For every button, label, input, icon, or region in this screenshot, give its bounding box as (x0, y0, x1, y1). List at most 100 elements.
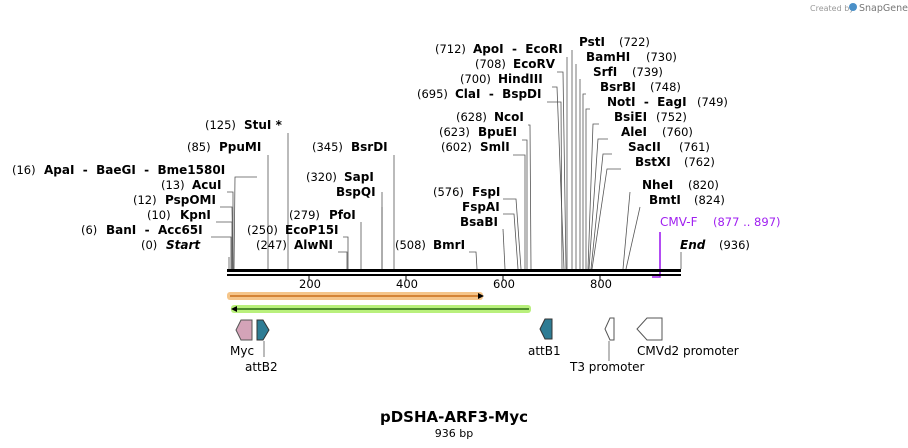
enzyme-hindiii-pos: (700) (460, 72, 491, 86)
enzyme-fspai-label: FspAI (462, 200, 500, 214)
enzyme-noti-label: NotI - EagI (607, 95, 687, 109)
enzyme-nhei: NheI(820) (642, 178, 719, 192)
enzyme-end-label: End (680, 238, 706, 252)
enzyme-sacii: SacII(761) (628, 140, 710, 154)
enzyme-bani-label: BanI - Acc65I (106, 223, 203, 237)
enzyme-pfoi-label: PfoI (329, 208, 356, 222)
enzyme-srfi-pos: (739) (632, 65, 663, 79)
enzyme-bstxi: BstXI (762) (635, 155, 715, 169)
ruler-tick-600: 600 (493, 277, 515, 291)
enzyme-start: (0) Start (141, 238, 201, 252)
credit-brand: SnapGene (859, 3, 908, 14)
enzyme-bmri-label: BmrI (433, 238, 465, 252)
enzyme-fspai: FspAI (462, 200, 500, 214)
enzyme-sacii-label: SacII (628, 140, 661, 154)
enzyme-psti-pos: (722) (619, 35, 650, 49)
enzyme-bspqi-label: BspQI (336, 185, 376, 199)
enzyme-fspi-label: FspI (472, 185, 500, 199)
enzyme-clai-pos: (695) (417, 87, 448, 101)
enzyme-bsrdi: (345) BsrDI (312, 140, 388, 154)
enzyme-ncoi-pos: (628) (456, 110, 487, 124)
enzyme-bsiei: BsiEI (752) (614, 110, 687, 124)
enzyme-ecop15i-label: EcoP15I (285, 223, 339, 237)
enzyme-bamhi-label: BamHI (586, 50, 630, 64)
enzyme-bsiei-pos: (752) (656, 110, 687, 124)
enzyme-sapi-pos: (320) (306, 170, 337, 184)
enzyme-alwni-label: AlwNI (294, 238, 333, 252)
enzyme-bsabi: BsaBI (460, 215, 498, 229)
enzyme-clai: (695) ClaI - BspDI (417, 87, 541, 101)
enzyme-bsrbi-pos: (748) (650, 80, 681, 94)
enzyme-end-pos: (936) (719, 238, 750, 252)
enzyme-pspomi-pos: (12) (133, 193, 157, 207)
enzyme-stui-label: StuI * (244, 118, 283, 132)
enzyme-bsrbi: BsrBI (748) (600, 80, 681, 94)
enzyme-ecorv-label: EcoRV (513, 57, 556, 71)
enzyme-fspi: (576)FspI (433, 185, 500, 199)
enzyme-pfoi-pos: (279) (289, 208, 320, 222)
enzyme-acui-pos: (13) (161, 178, 185, 192)
enzyme-apoi: (712)ApoI - EcoRI (435, 42, 563, 56)
feature-label-t3-promoter: T3 promoter (569, 360, 645, 374)
enzyme-bsrdi-label: BsrDI (351, 140, 388, 154)
myc-feature (235, 319, 253, 341)
enzyme-pfoi: (279) PfoI (289, 208, 356, 222)
enzyme-smli-pos: (602) (441, 140, 472, 154)
snapgene-logo-icon (849, 3, 857, 11)
plasmid-title: pDSHA-ARF3-Myc (380, 408, 528, 426)
enzyme-psti: PstI (722) (579, 35, 650, 49)
enzyme-alei-pos: (760) (662, 125, 693, 139)
enzyme-bmri: (508)BmrI (395, 238, 465, 252)
enzyme-stui: (125)StuI * (205, 118, 283, 132)
enzyme-bsrbi-label: BsrBI (600, 80, 636, 94)
enzyme-pspomi: (12)PspOMI (133, 193, 216, 207)
enzyme-sapi: (320) SapI (306, 170, 374, 184)
enzyme-bsabi-label: BsaBI (460, 215, 498, 229)
plasmid-size: 936 bp (435, 427, 473, 440)
ruler-tick-200: 200 (299, 277, 321, 291)
enzyme-apai: (16)ApaI - BaeGI - Bme1580I (12, 163, 225, 177)
enzyme-kpni: (10)KpnI (147, 208, 211, 222)
enzyme-alwni: (247) AlwNI (256, 238, 333, 252)
enzyme-bani-pos: (6) (81, 223, 97, 237)
enzyme-bmti: BmtI(824) (649, 193, 725, 207)
enzyme-alwni-pos: (247) (256, 238, 287, 252)
enzyme-ppumi: (85) PpuMI (187, 140, 261, 154)
feature-label-attb1: attB1 (528, 344, 561, 358)
enzyme-start-pos: (0) (141, 238, 157, 252)
enzyme-acui-label: AcuI (192, 178, 221, 192)
snapgene-credit: Created by SnapGene (810, 3, 908, 14)
enzyme-bsiei-label: BsiEI (614, 110, 647, 124)
enzyme-ppumi-label: PpuMI (219, 140, 261, 154)
orf-reverse-arrow (231, 305, 531, 313)
enzyme-bamhi: BamHI (730) (586, 50, 677, 64)
enzyme-sapi-label: SapI (344, 170, 374, 184)
enzyme-ecop15i-pos: (250) (247, 223, 278, 237)
enzyme-ppumi-pos: (85) (187, 140, 211, 154)
ruler: 200 400 600 800 (299, 276, 612, 291)
credit-prefix: Created by (810, 4, 854, 13)
enzyme-bani: (6) BanI - Acc65I (81, 223, 203, 237)
enzyme-bpuei: (623)BpuEI (439, 125, 517, 139)
leader-lines (211, 50, 682, 270)
primer-range: (877 .. 897) (713, 215, 781, 229)
enzyme-hindiii: (700)HindIII (460, 72, 543, 86)
enzyme-clai-label: ClaI - BspDI (455, 87, 541, 101)
enzyme-bmti-label: BmtI (649, 193, 681, 207)
enzyme-bstxi-pos: (762) (684, 155, 715, 169)
enzyme-start-label: Start (166, 238, 201, 252)
enzyme-psti-label: PstI (579, 35, 605, 49)
t3-promoter-feature (604, 317, 615, 341)
enzyme-srfi: SrfI(739) (593, 65, 663, 79)
enzyme-bstxi-label: BstXI (635, 155, 671, 169)
primer-label: CMV-F (660, 215, 698, 229)
enzyme-ecorv: (708) EcoRV (475, 57, 556, 71)
feature-connectors (263, 341, 610, 361)
enzyme-bspqi: BspQI (336, 185, 376, 199)
enzyme-bamhi-pos: (730) (646, 50, 677, 64)
enzyme-labels: (0)Start (6)BanI - Acc65I (10)KpnI (12)P… (12, 35, 750, 252)
enzyme-bsrdi-pos: (345) (312, 140, 343, 154)
enzyme-ecorv-pos: (708) (475, 57, 506, 71)
